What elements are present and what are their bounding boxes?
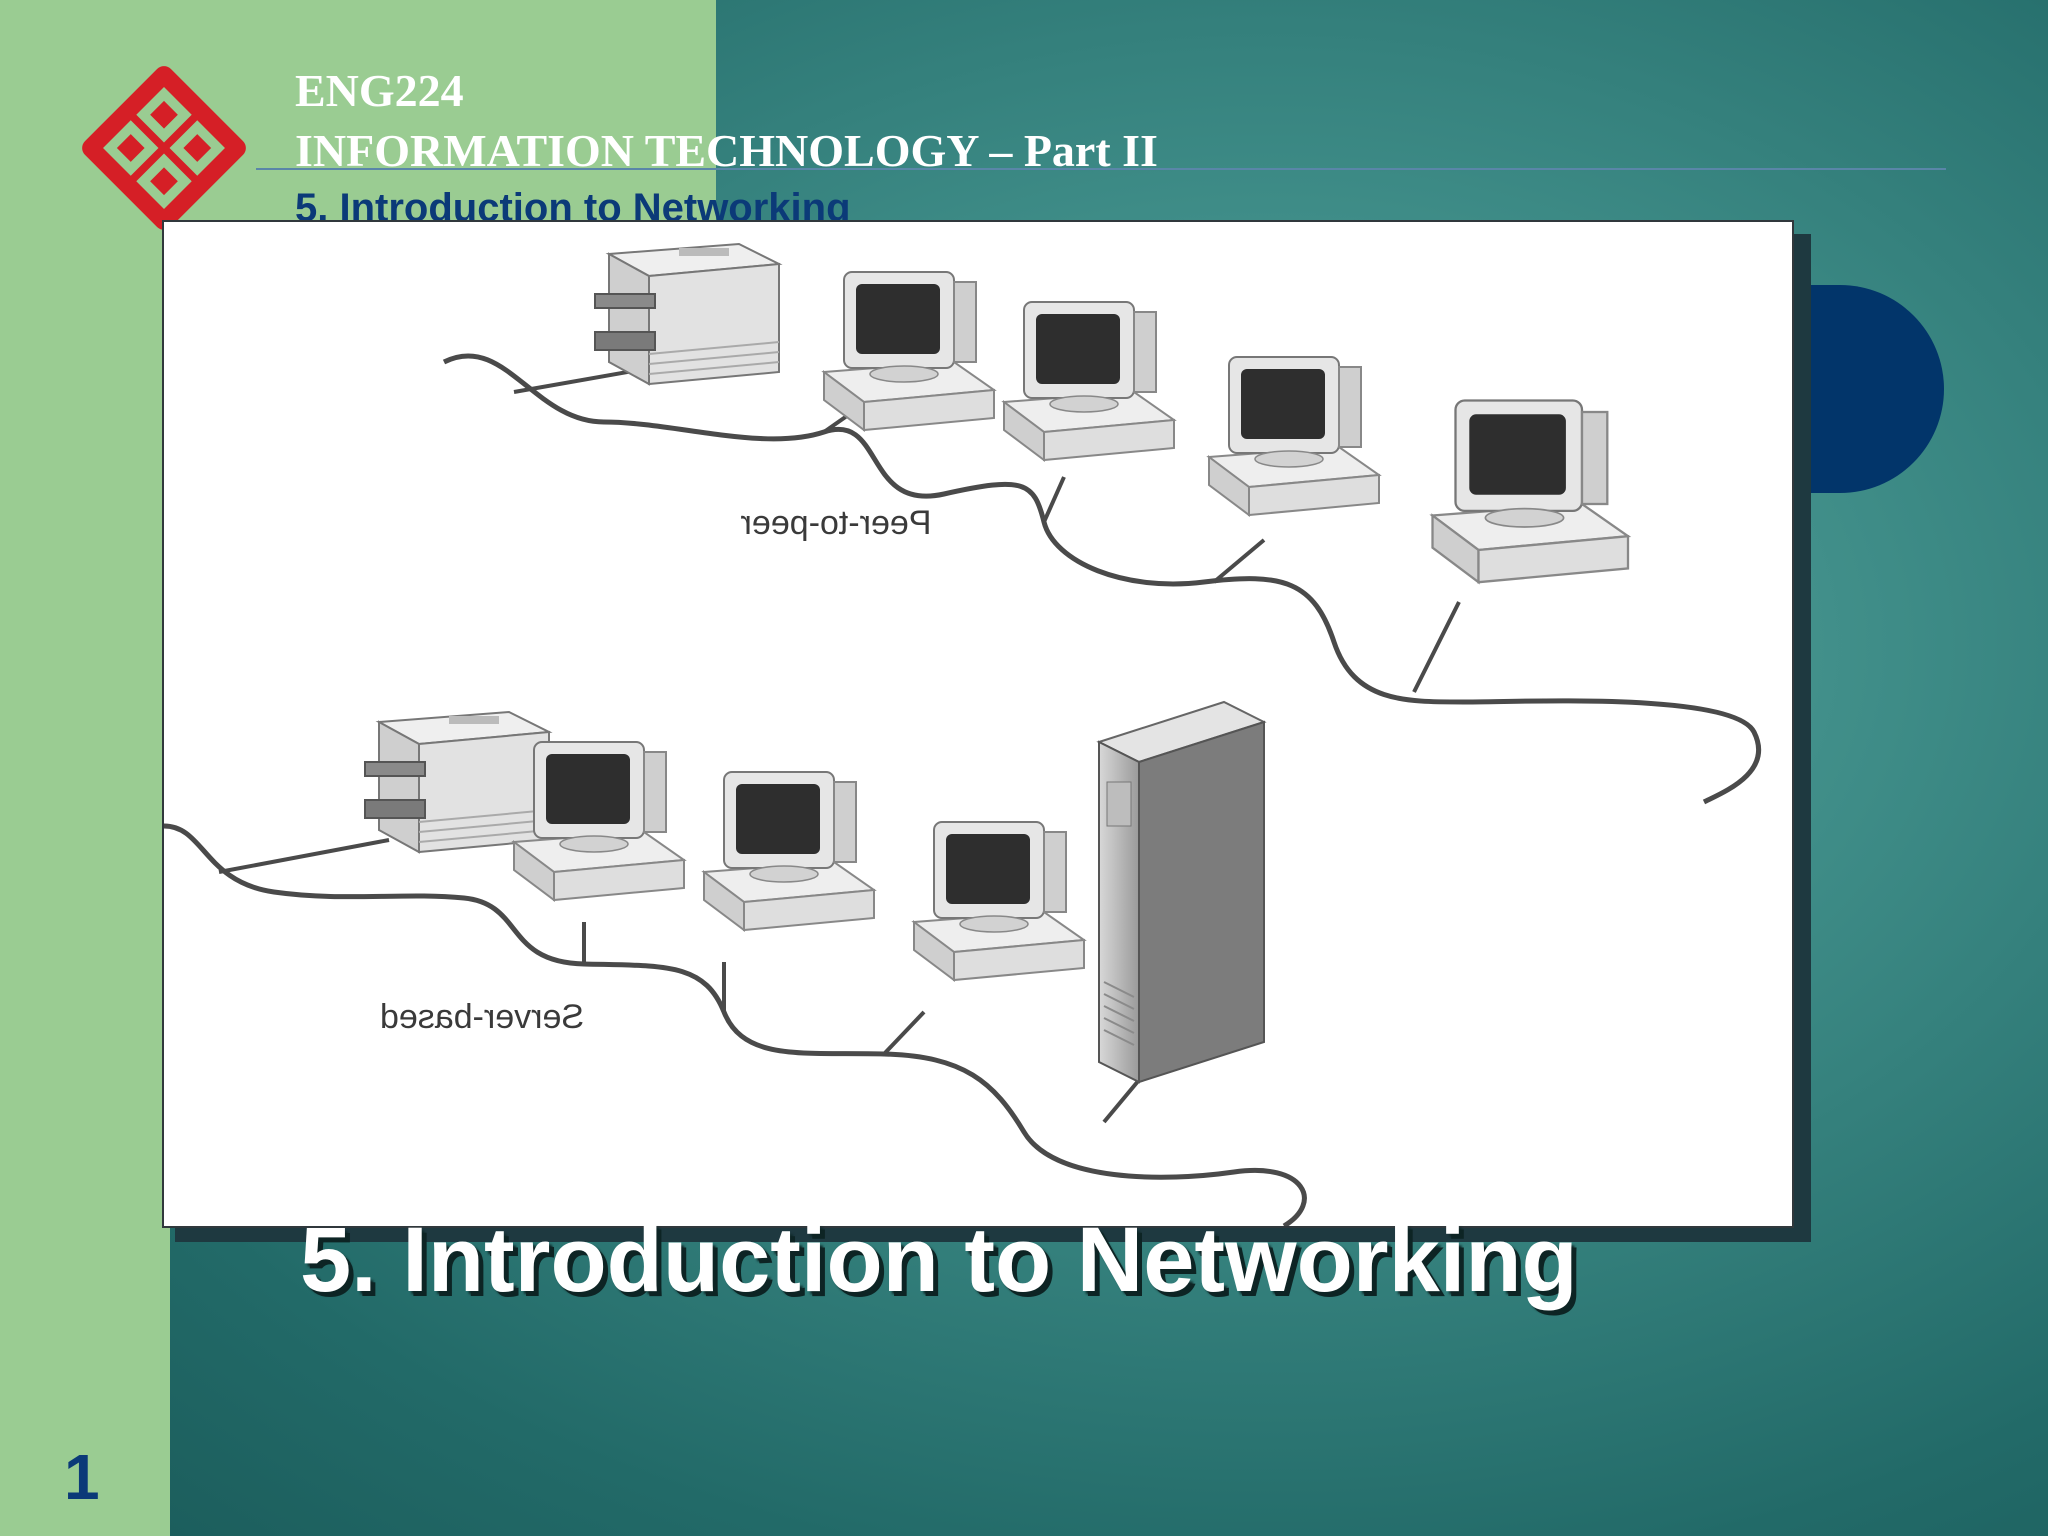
printer-icon bbox=[594, 243, 780, 385]
university-logo-icon bbox=[82, 66, 246, 230]
computer-icon bbox=[703, 771, 875, 931]
slide-title: 5. Introduction to Networking bbox=[300, 1209, 1578, 1311]
course-code: ENG224 bbox=[295, 65, 464, 116]
computer-icon bbox=[1208, 356, 1380, 516]
printer-icon bbox=[364, 711, 550, 853]
computer-icon bbox=[513, 741, 685, 901]
green-side-panel bbox=[0, 0, 170, 1536]
network-diagram-figure: Peer-to-peer bbox=[162, 220, 1794, 1228]
server-tower-icon bbox=[1096, 700, 1267, 1084]
server-cable bbox=[164, 823, 1307, 1226]
peer-cable bbox=[442, 353, 1762, 805]
computer-icon bbox=[913, 821, 1085, 981]
page-number: 1 bbox=[64, 1441, 100, 1513]
server-based-label: Server-based bbox=[380, 998, 584, 1036]
network-diagram: Peer-to-peer bbox=[164, 243, 1762, 1226]
header-divider bbox=[256, 168, 1946, 170]
computer-icon bbox=[1003, 301, 1175, 461]
computer-icon bbox=[1431, 399, 1630, 584]
course-title: INFORMATION TECHNOLOGY – Part II bbox=[295, 125, 1158, 176]
peer-to-peer-label: Peer-to-peer bbox=[741, 504, 932, 542]
computer-icon bbox=[823, 271, 995, 431]
